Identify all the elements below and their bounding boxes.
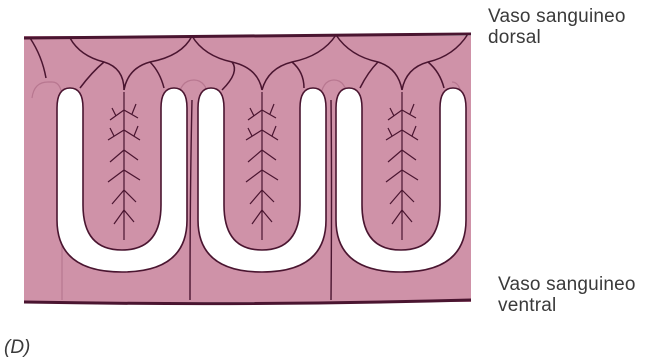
dorsal-label-line1: Vaso sanguineo: [488, 6, 626, 27]
dorsal-vessel-label: Vaso sanguineo dorsal: [488, 6, 626, 48]
ventral-vessel-label: Vaso sanguineo ventral: [498, 274, 636, 316]
ventral-label-line2: ventral: [498, 295, 636, 316]
panel-letter: (D): [4, 337, 30, 358]
dorsal-label-line2: dorsal: [488, 27, 626, 48]
ventral-label-line1: Vaso sanguineo: [498, 274, 636, 295]
